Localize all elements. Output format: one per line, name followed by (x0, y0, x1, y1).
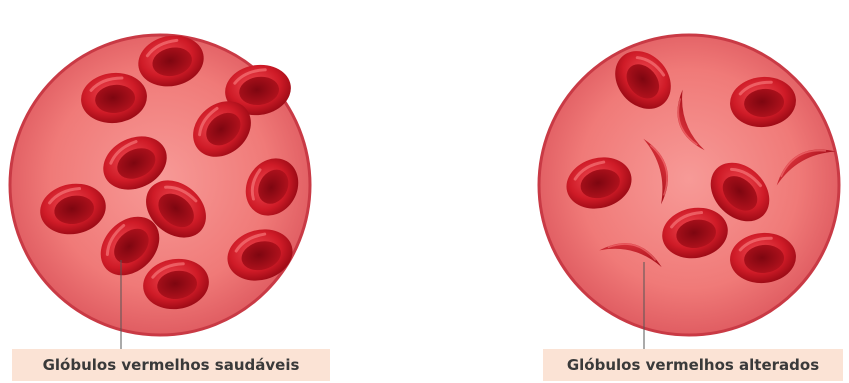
altered-cells-label: Glóbulos vermelhos alterados (543, 349, 843, 381)
altered-panel (539, 35, 839, 352)
healthy-cells-label: Glóbulos vermelhos saudáveis (12, 349, 330, 381)
healthy-panel (10, 30, 310, 352)
